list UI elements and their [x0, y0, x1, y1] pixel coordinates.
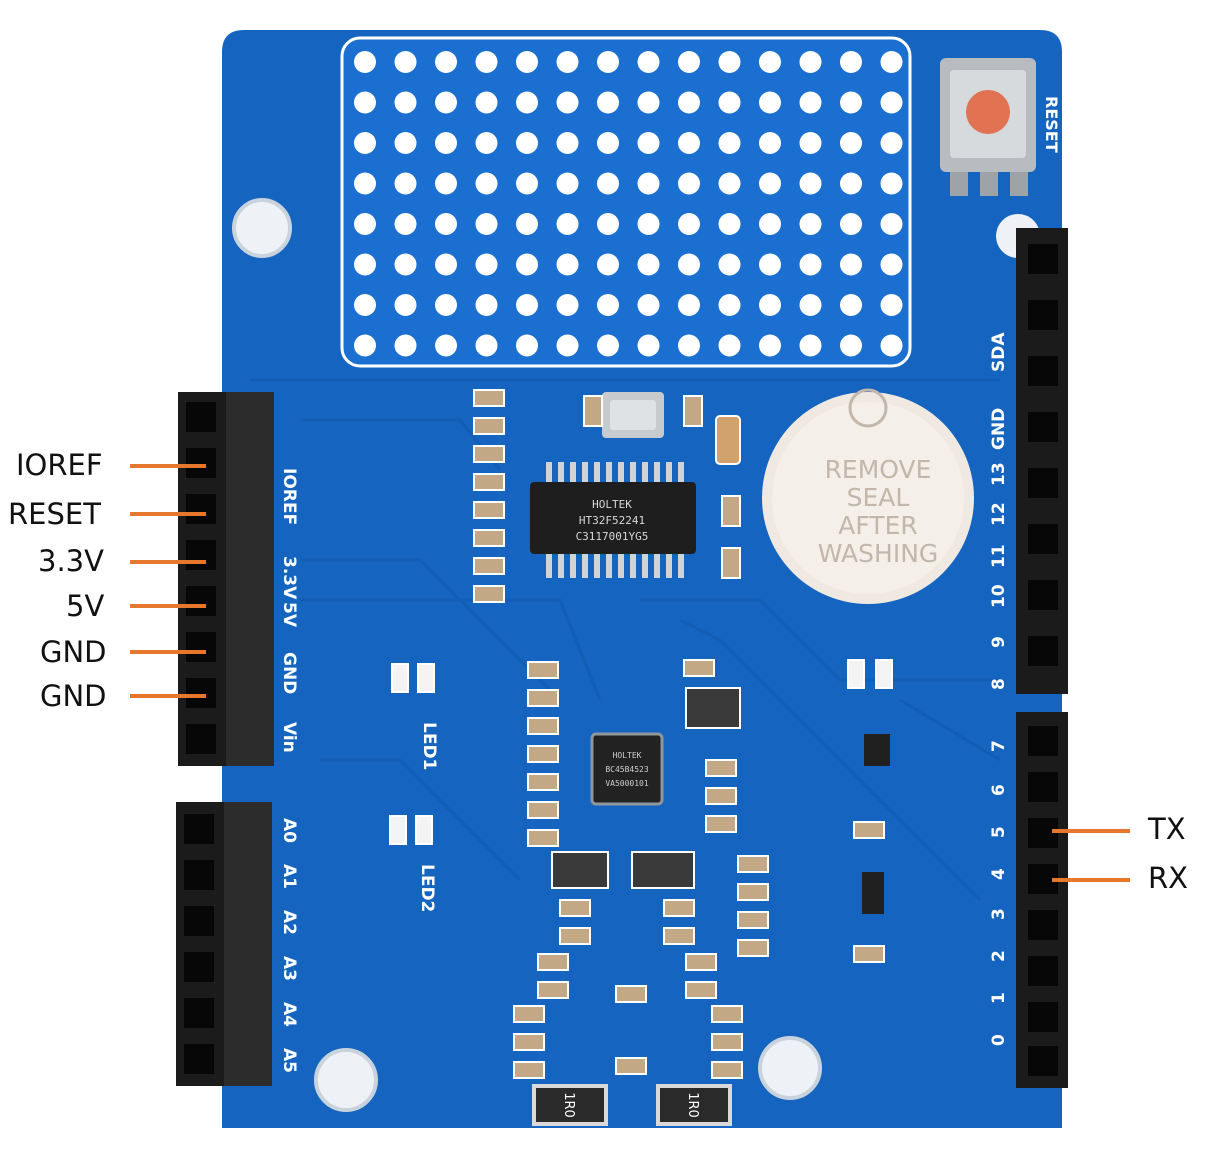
- svg-text:C3117001YG5: C3117001YG5: [576, 530, 649, 543]
- mount-hole: [314, 1048, 378, 1112]
- silk-pin-5v: 5V: [279, 602, 299, 628]
- callout-line-ioref: [130, 464, 206, 468]
- silk-pin-6: 6: [989, 784, 1009, 796]
- silk-pin-10: 10: [989, 584, 1009, 608]
- silk-pin-11: 11: [989, 544, 1009, 568]
- silk-pin-a1: A1: [279, 864, 299, 889]
- silk-pin-3v3: 3.3V: [279, 556, 299, 600]
- reset-silkscreen: RESET: [1042, 96, 1061, 153]
- svg-text:SEAL: SEAL: [847, 483, 910, 512]
- silk-pin-a3: A3: [279, 956, 299, 981]
- silk-pin-ioref: IOREF: [279, 468, 299, 525]
- silk-led1: LED1: [419, 722, 439, 770]
- silk-pin-1: 1: [989, 992, 1009, 1004]
- mcu-chip: HOLTEK HT32F52241 C3117001YG5: [530, 462, 696, 578]
- svg-text:WASHING: WASHING: [818, 539, 939, 568]
- callout-line-5v: [130, 604, 206, 608]
- svg-text:AFTER: AFTER: [838, 511, 917, 540]
- silk-pin-gnd: GND: [279, 652, 299, 694]
- silk-pin-a4: A4: [279, 1002, 299, 1027]
- callout-label-tx: TX: [1148, 812, 1186, 846]
- callout-label-5v: 5V: [66, 589, 105, 623]
- reset-button[interactable]: [940, 58, 1036, 196]
- silk-pin-13: 13: [989, 462, 1009, 486]
- silk-pin-2: 2: [989, 950, 1009, 962]
- silk-pin-a5: A5: [279, 1048, 299, 1073]
- svg-text:HT32F52241: HT32F52241: [579, 514, 645, 527]
- buzzer: REMOVE SEAL AFTER WASHING: [762, 388, 974, 604]
- analog-header: [176, 802, 272, 1086]
- silk-pin-vin: Vin: [279, 722, 299, 753]
- silk-pin-8: 8: [989, 678, 1009, 690]
- silk-pin-9: 9: [989, 636, 1009, 648]
- pcb-traces: [250, 378, 1001, 902]
- silk-pin-4: 4: [989, 868, 1009, 880]
- callout-label-gnd-1: GND: [40, 635, 107, 669]
- silk-pin-gnd-right: GND: [989, 408, 1009, 450]
- svg-text:BC45B4523: BC45B4523: [605, 765, 649, 774]
- silk-pin-5: 5: [989, 826, 1009, 838]
- silk-pin-a0: A0: [279, 818, 299, 843]
- svg-text:REMOVE: REMOVE: [825, 455, 932, 484]
- digital-header-upper: [1016, 228, 1068, 694]
- callout-label-reset: RESET: [8, 497, 101, 531]
- callout-line-tx: [1052, 829, 1130, 833]
- callout-line-gnd-1: [130, 650, 206, 654]
- svg-text:1R0: 1R0: [685, 1092, 700, 1118]
- callout-label-rx: RX: [1148, 861, 1189, 895]
- mount-hole: [232, 198, 292, 258]
- silk-led2: LED2: [417, 864, 437, 912]
- callout-label-gnd-2: GND: [40, 679, 107, 713]
- led-matrix-dots: [345, 42, 912, 366]
- silk-pin-0: 0: [989, 1034, 1009, 1046]
- mount-hole: [758, 1036, 822, 1100]
- silk-pin-sda: SDA: [989, 332, 1009, 372]
- silk-pin-7: 7: [989, 740, 1009, 752]
- callout-line-reset: [130, 512, 206, 516]
- qfn-chip: HOLTEK BC45B4523 VA5000101: [590, 732, 664, 806]
- svg-text:HOLTEK: HOLTEK: [613, 751, 642, 760]
- callout-line-3v3: [130, 560, 206, 564]
- power-header: [178, 392, 274, 766]
- callout-line-gnd-2: [130, 694, 206, 698]
- callout-label-3v3: 3.3V: [38, 544, 104, 578]
- digital-header-lower: [1016, 712, 1068, 1088]
- silk-pin-a2: A2: [279, 910, 299, 935]
- svg-text:HOLTEK: HOLTEK: [592, 498, 632, 511]
- inductor: 1R0 1R0: [532, 1084, 732, 1126]
- callout-line-rx: [1052, 878, 1130, 882]
- silk-pin-3: 3: [989, 908, 1009, 920]
- svg-text:1R0: 1R0: [561, 1092, 576, 1118]
- svg-text:VA5000101: VA5000101: [605, 779, 649, 788]
- silk-pin-12: 12: [989, 502, 1009, 526]
- callout-label-ioref: IOREF: [16, 448, 103, 482]
- crystal: [602, 392, 664, 438]
- passive-components: 1R0 1R0: [389, 389, 893, 1126]
